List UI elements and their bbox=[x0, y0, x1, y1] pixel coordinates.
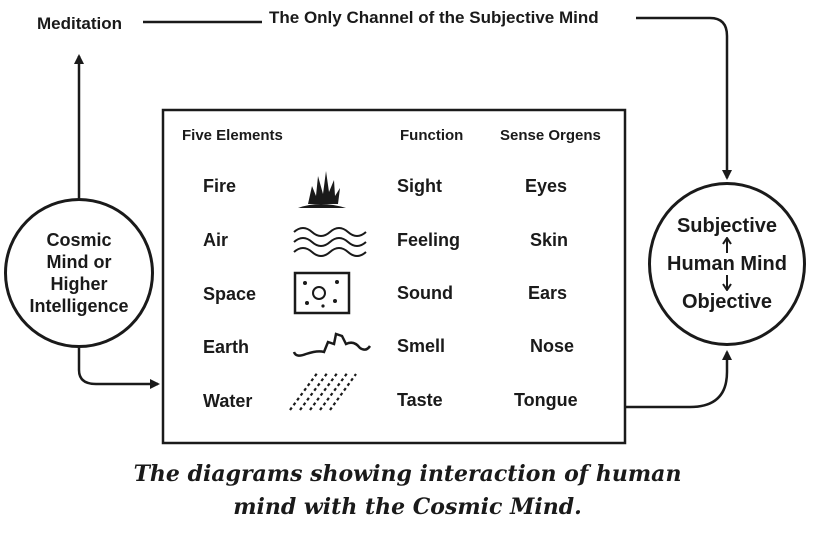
organ-ears: Ears bbox=[528, 283, 568, 303]
arrow-cosmic-to-box bbox=[77, 348, 160, 389]
cosmic-mind-circle: Cosmic Mind or Higher Intelligence bbox=[4, 198, 154, 348]
function-smell: Smell bbox=[397, 336, 446, 356]
air-waves-icon bbox=[293, 227, 367, 257]
function-feeling: Feeling bbox=[397, 230, 461, 250]
element-space: Space bbox=[203, 284, 257, 304]
water-dashes-icon bbox=[289, 371, 357, 411]
cosmic-line-1: Cosmic bbox=[46, 230, 112, 250]
human-mind-label: Human Mind bbox=[667, 253, 787, 275]
caption-line-1: The diagrams showing interaction of huma… bbox=[133, 461, 682, 487]
caption-line-2: mind with the Cosmic Mind. bbox=[233, 494, 582, 520]
header-function: Function bbox=[400, 127, 464, 144]
earth-line-icon bbox=[292, 332, 372, 357]
elements-box bbox=[161, 108, 627, 445]
cosmic-line-2: Mind or bbox=[46, 252, 112, 272]
human-mind-circle: Subjective Human Mind Objective bbox=[648, 182, 806, 346]
function-sound: Sound bbox=[397, 283, 453, 303]
element-earth: Earth bbox=[203, 337, 250, 357]
element-air: Air bbox=[203, 230, 229, 250]
element-fire: Fire bbox=[203, 176, 237, 196]
header-five-elements: Five Elements bbox=[182, 127, 283, 144]
organ-nose: Nose bbox=[530, 336, 575, 356]
function-sight: Sight bbox=[397, 176, 442, 196]
cosmic-line-3: Higher bbox=[50, 274, 108, 294]
element-water: Water bbox=[203, 391, 253, 411]
down-arrow-icon bbox=[722, 275, 732, 291]
arrow-box-to-human-mind bbox=[625, 350, 732, 409]
fire-icon bbox=[298, 171, 346, 208]
arrow-channel-to-human-mind bbox=[636, 16, 732, 180]
function-taste: Taste bbox=[397, 390, 443, 410]
subjective-label: Subjective bbox=[676, 215, 778, 237]
organ-skin: Skin bbox=[530, 230, 569, 250]
organ-eyes: Eyes bbox=[525, 176, 568, 196]
figure-caption: The diagrams showing interaction of huma… bbox=[0, 458, 815, 524]
header-sense-organs: Sense Orgens bbox=[500, 127, 601, 144]
up-arrow-icon bbox=[722, 237, 732, 253]
meditation-label: Meditation bbox=[37, 14, 122, 33]
organ-tongue: Tongue bbox=[514, 390, 578, 410]
space-box-icon bbox=[293, 271, 351, 315]
objective-label: Objective bbox=[681, 291, 773, 313]
cosmic-line-4: Intelligence bbox=[29, 296, 129, 316]
channel-label: The Only Channel of the Subjective Mind bbox=[269, 8, 599, 27]
